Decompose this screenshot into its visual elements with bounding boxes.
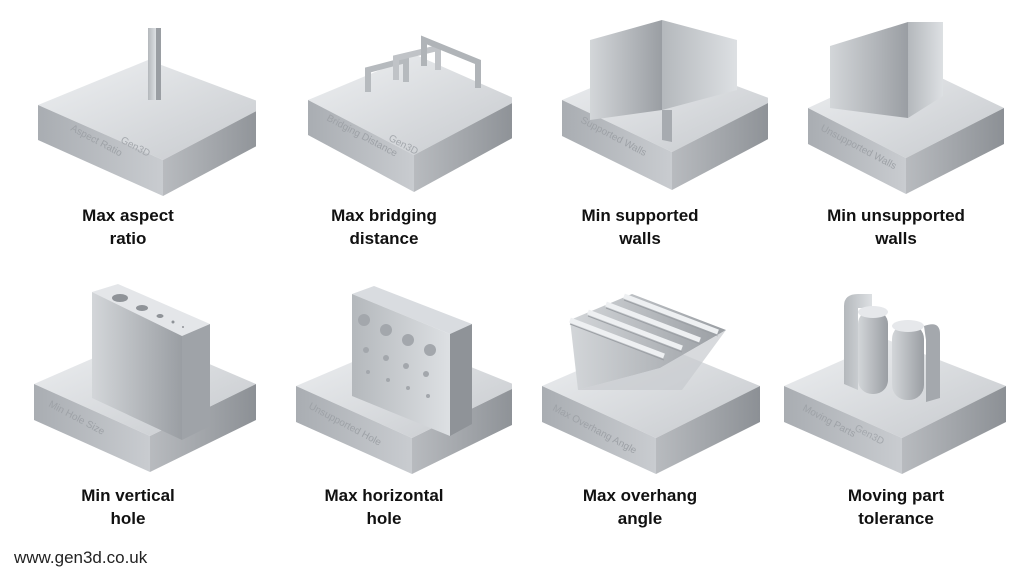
footer-url: www.gen3d.co.uk: [14, 548, 148, 567]
bridging-model-icon: Bridging Distance Gen3D: [308, 35, 512, 192]
vertical-hole-model-icon: Min Hole Size: [34, 284, 256, 472]
overhang-angle-model-icon: Max Overhang Angle: [542, 293, 760, 474]
supported-walls-model-icon: Supported Walls: [562, 20, 768, 190]
unsupported-walls-model-icon: Unsupported Walls: [808, 22, 1004, 194]
horizontal-hole-model-icon: Unsupported Hole: [296, 286, 512, 474]
aspect-ratio-model-icon: Aspect Ratio Gen3D: [38, 28, 256, 196]
moving-parts-model-icon: Moving Parts Gen3D: [784, 294, 1006, 474]
